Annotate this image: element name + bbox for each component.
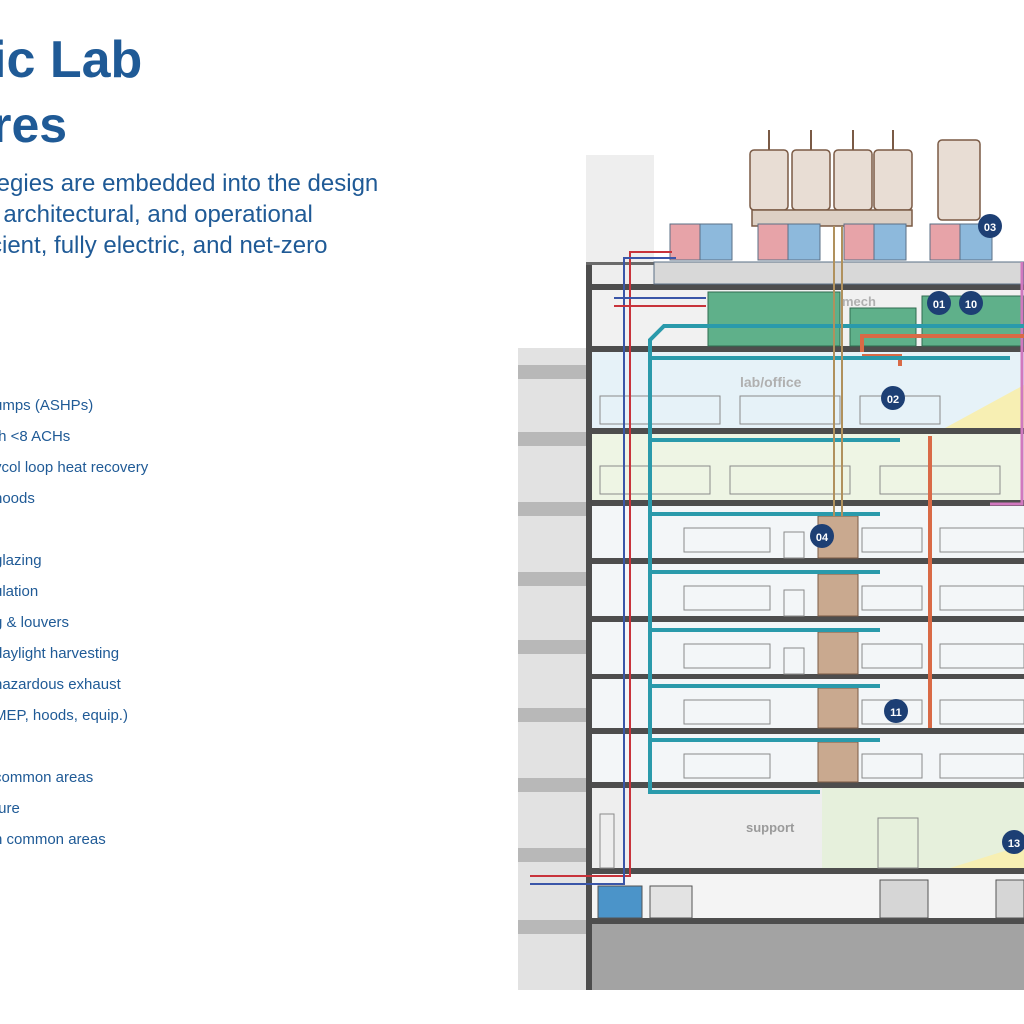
marker-04: 04 bbox=[810, 524, 834, 548]
legend-item: common areas bbox=[0, 769, 94, 786]
legend-item: MEP, hoods, equip.) bbox=[0, 707, 128, 724]
exhaust-plumes bbox=[768, 130, 894, 150]
exhaust-risers bbox=[833, 226, 843, 516]
page-title: ic Lab bbox=[0, 31, 143, 89]
legend-item: ture bbox=[0, 800, 20, 817]
marker-10: 10 bbox=[959, 291, 983, 315]
marker-label: 01 bbox=[933, 299, 945, 311]
marker-label: 04 bbox=[816, 532, 829, 544]
strategy-legend: umps (ASHPs) th <8 ACHs ycol loop heat r… bbox=[0, 396, 148, 861]
marker-02: 02 bbox=[881, 386, 905, 410]
legend-item: hoods bbox=[0, 490, 35, 507]
marker-label: 10 bbox=[965, 299, 977, 311]
legend-item: glazing bbox=[0, 552, 42, 569]
rooftop-exhaust-fans bbox=[749, 139, 981, 227]
mech-label: mech bbox=[842, 294, 876, 309]
marker-label: 11 bbox=[890, 707, 902, 719]
intro-line: tegies are embedded into the design bbox=[0, 170, 379, 197]
marker-11: 11 bbox=[884, 699, 908, 723]
lab-benches bbox=[599, 395, 1024, 869]
support-label: support bbox=[746, 820, 795, 835]
marker-label: 03 bbox=[984, 222, 996, 234]
page-subtitle: res bbox=[0, 97, 68, 153]
basement-equipment bbox=[597, 879, 1024, 919]
refrigerant-lines bbox=[530, 251, 706, 885]
fume-hood-units bbox=[817, 515, 859, 783]
legend-item: ll bbox=[0, 520, 148, 551]
legend-item: daylight harvesting bbox=[0, 645, 120, 662]
intro-paragraph: tegies are embedded into the design , ar… bbox=[0, 168, 378, 261]
lab-office-label: lab/office bbox=[740, 374, 802, 390]
legend-item: g & louvers bbox=[0, 614, 70, 631]
rooftop-heat-pumps bbox=[653, 223, 1024, 285]
marker-label: 13 bbox=[1008, 838, 1020, 850]
floor-zones bbox=[592, 290, 1024, 990]
marker-01: 01 bbox=[927, 291, 951, 315]
glycol-loop bbox=[990, 262, 1024, 506]
legend-item: n common areas bbox=[0, 831, 106, 848]
marker-03: 03 bbox=[978, 214, 1002, 238]
intro-line: , architectural, and operational bbox=[0, 201, 313, 228]
marker-13: 13 bbox=[1002, 830, 1024, 854]
marker-label: 02 bbox=[887, 394, 899, 406]
legend-item: umps (ASHPs) bbox=[0, 397, 94, 414]
legend-item: ycol loop heat recovery bbox=[0, 459, 149, 476]
legend-item: ulation bbox=[0, 583, 39, 600]
legend-item: hazardous exhaust bbox=[0, 676, 121, 693]
legend-item: th <8 ACHs bbox=[0, 428, 71, 445]
intro-line: cient, fully electric, and net-zero bbox=[0, 232, 328, 259]
